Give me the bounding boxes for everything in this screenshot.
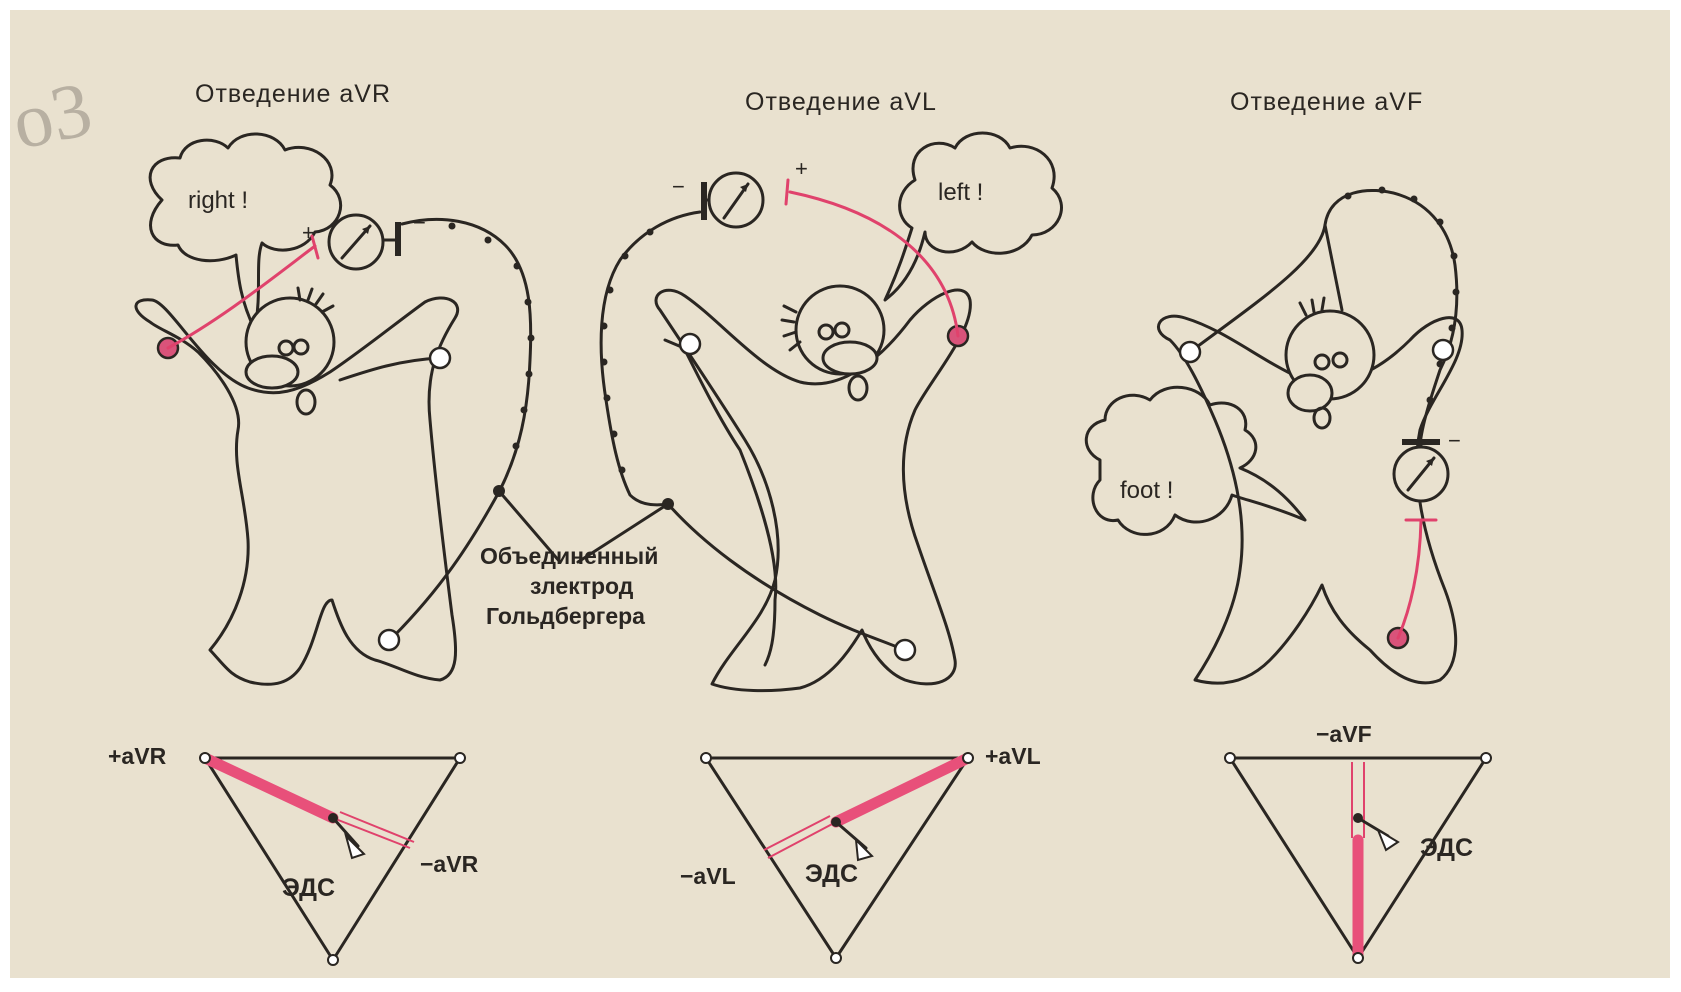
negative-pole-label: −aVL [680, 863, 736, 889]
panel-title: Отведение aVL [745, 88, 937, 116]
figure-nose [1288, 375, 1332, 411]
plus-sign: + [302, 220, 315, 245]
electrode-left-arm [430, 348, 450, 368]
plus-sign: + [795, 156, 808, 181]
panel-title: Отведение aVF [1230, 88, 1423, 116]
minus-sign: − [672, 174, 685, 199]
electrode-right-arm [680, 334, 700, 354]
minus-sign: − [1448, 428, 1461, 453]
caption-line-3: Гольдбергера [486, 603, 645, 629]
minus-sign: − [413, 210, 426, 235]
emf-label: ЭДС [805, 860, 858, 888]
caption-line-1: Объединенный [480, 543, 658, 569]
negative-pole-label: −aVR [420, 851, 479, 877]
positive-pole-label: +aVR [108, 743, 167, 769]
electrode-left-leg [379, 630, 399, 650]
electrode-left-arm [1433, 340, 1453, 360]
electrode-left-leg [895, 640, 915, 660]
figure-nose [246, 356, 298, 388]
speech-text: foot ! [1120, 477, 1173, 504]
speech-text: left ! [938, 179, 983, 206]
figure-nose [823, 342, 877, 374]
pole-label: −aVF [1316, 721, 1372, 747]
electrode-right-arm [1180, 342, 1200, 362]
panel-title: Отведение aVR [195, 80, 391, 108]
speech-text: right ! [188, 187, 248, 214]
caption-line-2: злектрод [530, 573, 634, 599]
positive-pole-label: +aVL [985, 743, 1041, 769]
emf-label: ЭДС [282, 874, 335, 902]
emf-label: ЭДС [1420, 834, 1473, 862]
